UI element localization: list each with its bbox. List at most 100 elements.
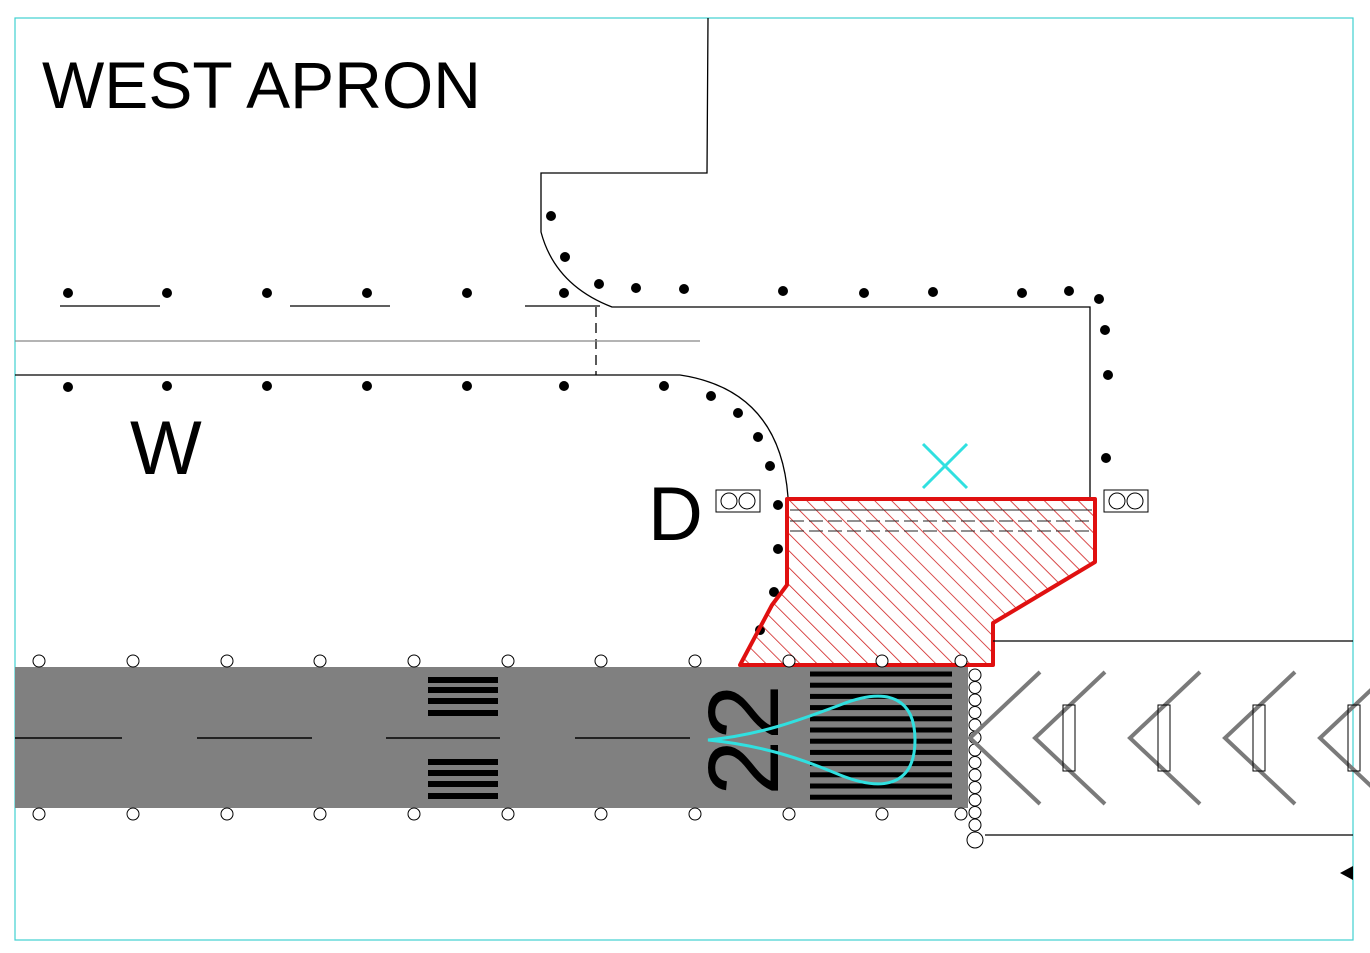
cyan-x-marker (921, 442, 969, 490)
pad-marker-box (1252, 704, 1266, 772)
threshold-light (968, 781, 982, 794)
edge-light-dot (679, 284, 689, 294)
edge-light-dot (753, 432, 763, 442)
threshold-bar (810, 682, 952, 688)
closed-area (738, 497, 1097, 667)
edge-light-dot (773, 500, 783, 510)
edge-light-dot (546, 211, 556, 221)
chevron-marking (1032, 670, 1107, 806)
edge-light (688, 654, 702, 668)
edge-light (688, 807, 702, 821)
edge-light (875, 807, 889, 821)
edge-light-dot (631, 283, 641, 293)
pad-marker-box (1062, 704, 1076, 772)
edge-light-dot (262, 381, 272, 391)
edge-light-dot (928, 287, 938, 297)
edge-light-dot (63, 382, 73, 392)
edge-light (407, 807, 421, 821)
edge-light-dot (778, 286, 788, 296)
edge-light (501, 654, 515, 668)
edge-light (954, 654, 968, 668)
edge-light-dot (733, 408, 743, 418)
threshold-bar (810, 783, 952, 789)
edge-light (313, 807, 327, 821)
edge-light-dot (559, 381, 569, 391)
touchdown-bar (428, 770, 498, 776)
threshold-light (968, 693, 982, 707)
edge-light (126, 654, 140, 668)
taxiway-w-edges (15, 340, 789, 498)
runway-number-label: 22 (688, 684, 800, 795)
edge-light-dot (559, 288, 569, 298)
edge-light (594, 654, 608, 668)
sign-d-right (1103, 489, 1149, 513)
edge-light-dot (1103, 370, 1113, 380)
threshold-bar (810, 772, 952, 778)
threshold-light (968, 756, 982, 769)
taxiway-w-label: W (130, 406, 202, 491)
edge-light-dot (773, 544, 783, 554)
chevron-marking (967, 670, 1042, 806)
threshold-light (968, 806, 982, 819)
threshold-bar (810, 705, 952, 711)
threshold-light (968, 706, 982, 719)
edge-light-dot (462, 288, 472, 298)
edge-light (782, 654, 796, 668)
touchdown-bar (428, 793, 498, 799)
threshold-light (968, 668, 982, 682)
edge-light-dot (706, 391, 716, 401)
edge-light-dot (594, 279, 604, 289)
edge-light-dot (1064, 286, 1074, 296)
edge-light-dot (769, 587, 779, 597)
touchdown-bar (428, 687, 498, 693)
touchdown-bar (428, 710, 498, 716)
edge-light (32, 807, 46, 821)
threshold-bar (810, 761, 952, 767)
arrow-marker (1340, 866, 1353, 880)
threshold-bar (810, 671, 952, 677)
edge-light (594, 807, 608, 821)
chevron-marking (1317, 688, 1370, 788)
taxiway-edge-lights (63, 211, 1113, 635)
edge-light (32, 654, 46, 668)
edge-light (501, 807, 515, 821)
edge-light-dot (560, 252, 570, 262)
edge-light-dot (262, 288, 272, 298)
touchdown-bar (428, 781, 498, 787)
edge-light (782, 807, 796, 821)
edge-light-dot (63, 288, 73, 298)
blast-pad (967, 640, 1370, 880)
edge-light-dot (1101, 453, 1111, 463)
edge-light-dot (1017, 288, 1027, 298)
threshold-light (968, 793, 982, 807)
touchdown-bar (428, 759, 498, 765)
edge-light (407, 654, 421, 668)
chevron-marking (1127, 670, 1202, 806)
edge-light-dot (462, 381, 472, 391)
threshold-light (968, 768, 982, 782)
pad-marker-box (1157, 704, 1171, 772)
touchdown-bar (428, 698, 498, 704)
taxiway-d-label: D (648, 472, 703, 557)
edge-light-dot (1100, 325, 1110, 335)
edge-light-dot (162, 288, 172, 298)
edge-light-dot (1094, 294, 1104, 304)
threshold-bar (810, 794, 952, 800)
edge-light-dot (362, 381, 372, 391)
edge-light (126, 807, 140, 821)
touchdown-bar (428, 677, 498, 683)
threshold-light (968, 681, 982, 694)
cyan-teardrop-marker (707, 694, 917, 786)
edge-light (875, 654, 889, 668)
threshold-bar (810, 716, 952, 722)
area-title: WEST APRON (42, 48, 481, 122)
edge-light (954, 807, 968, 821)
threshold-bar (810, 727, 952, 733)
edge-light-dot (659, 381, 669, 391)
threshold-bar (810, 749, 952, 755)
sign-d-left (715, 489, 761, 513)
edge-light (220, 654, 234, 668)
threshold-light (968, 818, 982, 832)
